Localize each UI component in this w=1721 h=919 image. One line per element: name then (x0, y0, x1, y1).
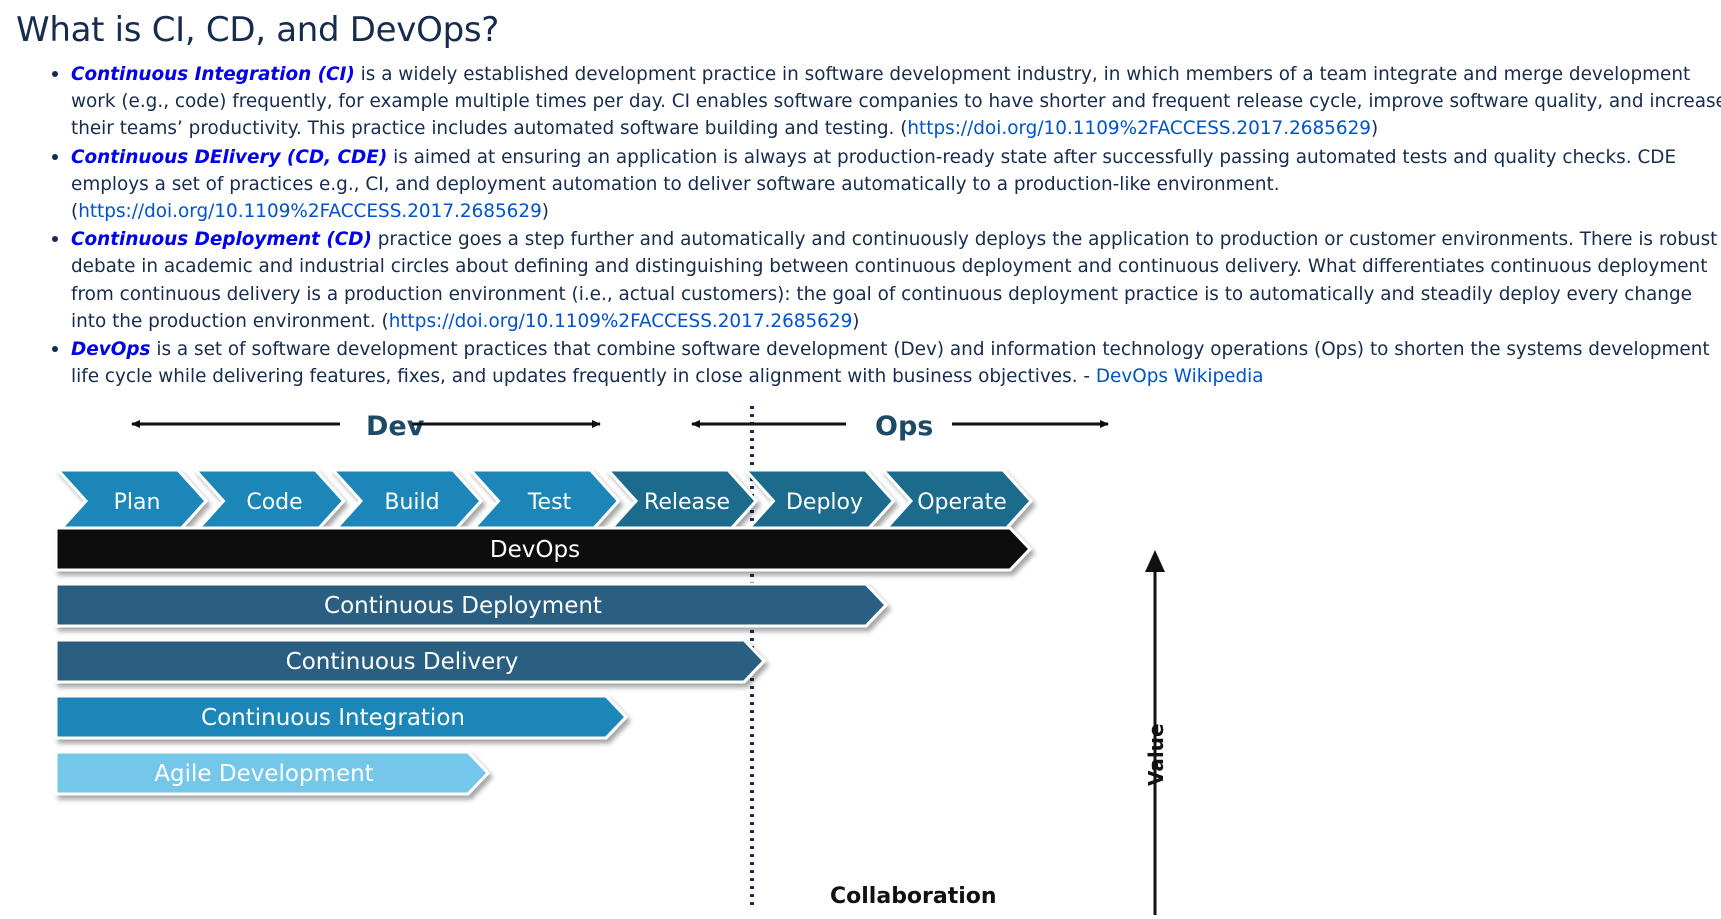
collaboration-label: Collaboration (830, 884, 997, 909)
stage-label-code: Code (246, 490, 302, 515)
closing-paren: ) (541, 201, 549, 223)
reference-link-cd[interactable]: https://doi.org/10.1109%2FACCESS.2017.26… (388, 310, 853, 332)
bar-devops (54, 526, 1033, 572)
definition-item-ci: Continuous Integration (CI) is a widely … (71, 60, 1721, 143)
term-cd: Continuous Deployment (CD) (71, 229, 372, 251)
page-title: What is CI, CD, and DevOps? (16, 10, 500, 50)
value-axis-label: Value (1144, 723, 1168, 786)
bar-label-agile-development: Agile Development (154, 761, 373, 787)
value-axis-arrowhead (1145, 550, 1165, 572)
stage-label-build: Build (384, 490, 439, 515)
closing-paren: ) (1370, 118, 1379, 140)
closing-paren: ) (852, 310, 860, 332)
stage-label-release: Release (644, 490, 730, 515)
stage-label-test: Test (527, 490, 572, 515)
reference-link-ci[interactable]: https://doi.org/10.1109%2FACCESS.2017.26… (907, 118, 1371, 140)
bar-agile-development (54, 750, 491, 796)
bar-label-continuous-integration: Continuous Integration (201, 705, 465, 731)
definition-item-cde: Continuous DElivery (CD, CDE) is aimed a… (71, 143, 1721, 226)
stage-label-plan: Plan (114, 490, 161, 515)
bar-continuous-deployment (54, 582, 889, 628)
term-ci: Continuous Integration (CI) (71, 64, 355, 85)
phase-label-ops: Ops (875, 411, 933, 442)
term-cde: Continuous DElivery (CD, CDE) (71, 146, 388, 168)
term-devops: DevOps (71, 339, 151, 361)
definitions-list: Continuous Integration (CI) is a widely … (44, 60, 1721, 390)
bar-label-continuous-deployment: Continuous Deployment (324, 593, 602, 619)
stage-label-deploy: Deploy (786, 490, 863, 515)
stage-label-operate: Operate (917, 490, 1007, 515)
bar-label-continuous-delivery: Continuous Delivery (286, 649, 519, 675)
bar-continuous-delivery (54, 638, 767, 684)
wikipedia-link[interactable]: DevOps Wikipedia (1095, 366, 1264, 388)
bar-continuous-integration (54, 694, 629, 740)
devops-diagram: Dev Ops Plan Code Build Test Release Deploy Op… (54, 406, 1168, 915)
reference-link-cde[interactable]: https://doi.org/10.1109%2FACCESS.2017.26… (78, 201, 542, 223)
pipeline-stages: Plan Code Build Test Release Deploy Operate (54, 468, 1034, 534)
definition-item-cd: Continuous Deployment (CD) practice goes… (71, 225, 1721, 335)
definition-text-ci: is a widely established development prac… (71, 64, 1721, 140)
definition-text-devops: is a set of software development practic… (71, 339, 1710, 388)
definition-item-devops: DevOps is a set of software development … (71, 335, 1721, 390)
phase-label-dev: Dev (366, 411, 425, 442)
definition-text-cde: is aimed at ensuring an application is a… (71, 146, 1677, 223)
definition-text-cd: practice goes a step further and automat… (71, 229, 1718, 332)
bar-label-devops: DevOps (490, 537, 580, 563)
